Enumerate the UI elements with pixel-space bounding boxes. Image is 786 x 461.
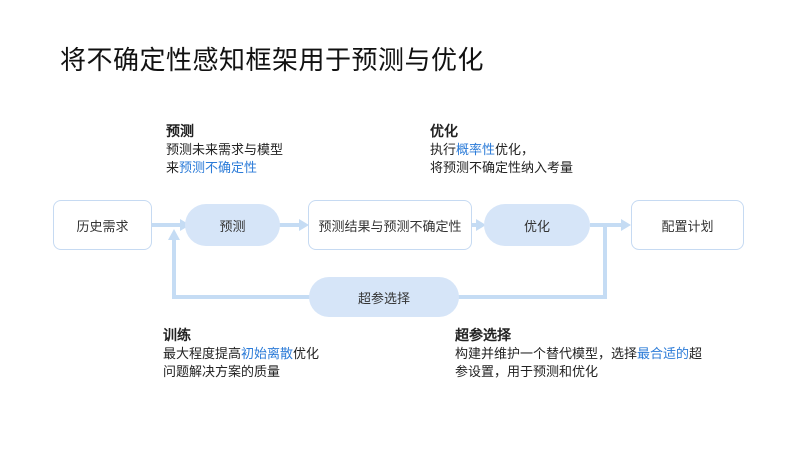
note-optimize-heading: 优化 bbox=[430, 124, 458, 140]
note-text: 来 bbox=[166, 161, 180, 176]
note-text: 执行 bbox=[430, 143, 457, 158]
note-optimize: 优化 执行概率性优化， 将预测不确定性纳入考量 bbox=[430, 122, 573, 178]
arrowhead bbox=[299, 219, 309, 231]
arrowhead bbox=[476, 219, 486, 231]
note-hyper-heading: 超参选择 bbox=[455, 328, 511, 344]
note-predict-line1: 预测未来需求与模型 bbox=[166, 143, 284, 158]
node-history: 历史需求 bbox=[53, 200, 152, 250]
note-text: 优化 bbox=[293, 347, 320, 362]
note-predict: 预测 预测未来需求与模型 来预测不确定性 bbox=[166, 122, 283, 178]
note-predict-heading: 预测 bbox=[166, 124, 194, 140]
node-optimize: 优化 bbox=[484, 204, 590, 246]
note-hyper-line2: 参设置，用于预测和优化 bbox=[455, 365, 599, 380]
node-result: 预测结果与预测不确定性 bbox=[308, 200, 472, 250]
note-text: 最大程度提高 bbox=[163, 347, 242, 362]
node-hyper: 超参选择 bbox=[309, 277, 459, 317]
note-text: 优化， bbox=[495, 143, 535, 158]
note-train-line2: 问题解决方案的质量 bbox=[163, 365, 281, 380]
note-train-line1: 最大程度提高初始离散优化 bbox=[163, 346, 319, 364]
note-highlight: 预测不确定性 bbox=[179, 161, 258, 176]
node-predict: 预测 bbox=[185, 204, 280, 246]
note-text: 构建并维护一个替代模型，选择 bbox=[455, 347, 638, 362]
note-train-heading: 训练 bbox=[163, 328, 191, 344]
note-hyper: 超参选择 构建并维护一个替代模型，选择最合适的超 参设置，用于预测和优化 bbox=[455, 326, 702, 382]
node-plan: 配置计划 bbox=[631, 200, 744, 250]
arrowhead bbox=[168, 229, 180, 240]
note-highlight: 初始离散 bbox=[241, 347, 294, 362]
arrowhead bbox=[621, 219, 631, 231]
note-predict-line2: 来预测不确定性 bbox=[166, 160, 283, 178]
note-highlight: 最合适的 bbox=[637, 347, 690, 362]
note-train: 训练 最大程度提高初始离散优化 问题解决方案的质量 bbox=[163, 326, 319, 382]
note-optimize-line2: 将预测不确定性纳入考量 bbox=[430, 161, 574, 176]
note-hyper-line1: 构建并维护一个替代模型，选择最合适的超 bbox=[455, 346, 702, 364]
page-title: 将不确定性感知框架用于预测与优化 bbox=[60, 46, 485, 76]
note-optimize-line1: 执行概率性优化， bbox=[430, 142, 573, 160]
note-highlight: 概率性 bbox=[456, 143, 496, 158]
note-text: 超 bbox=[689, 347, 703, 362]
